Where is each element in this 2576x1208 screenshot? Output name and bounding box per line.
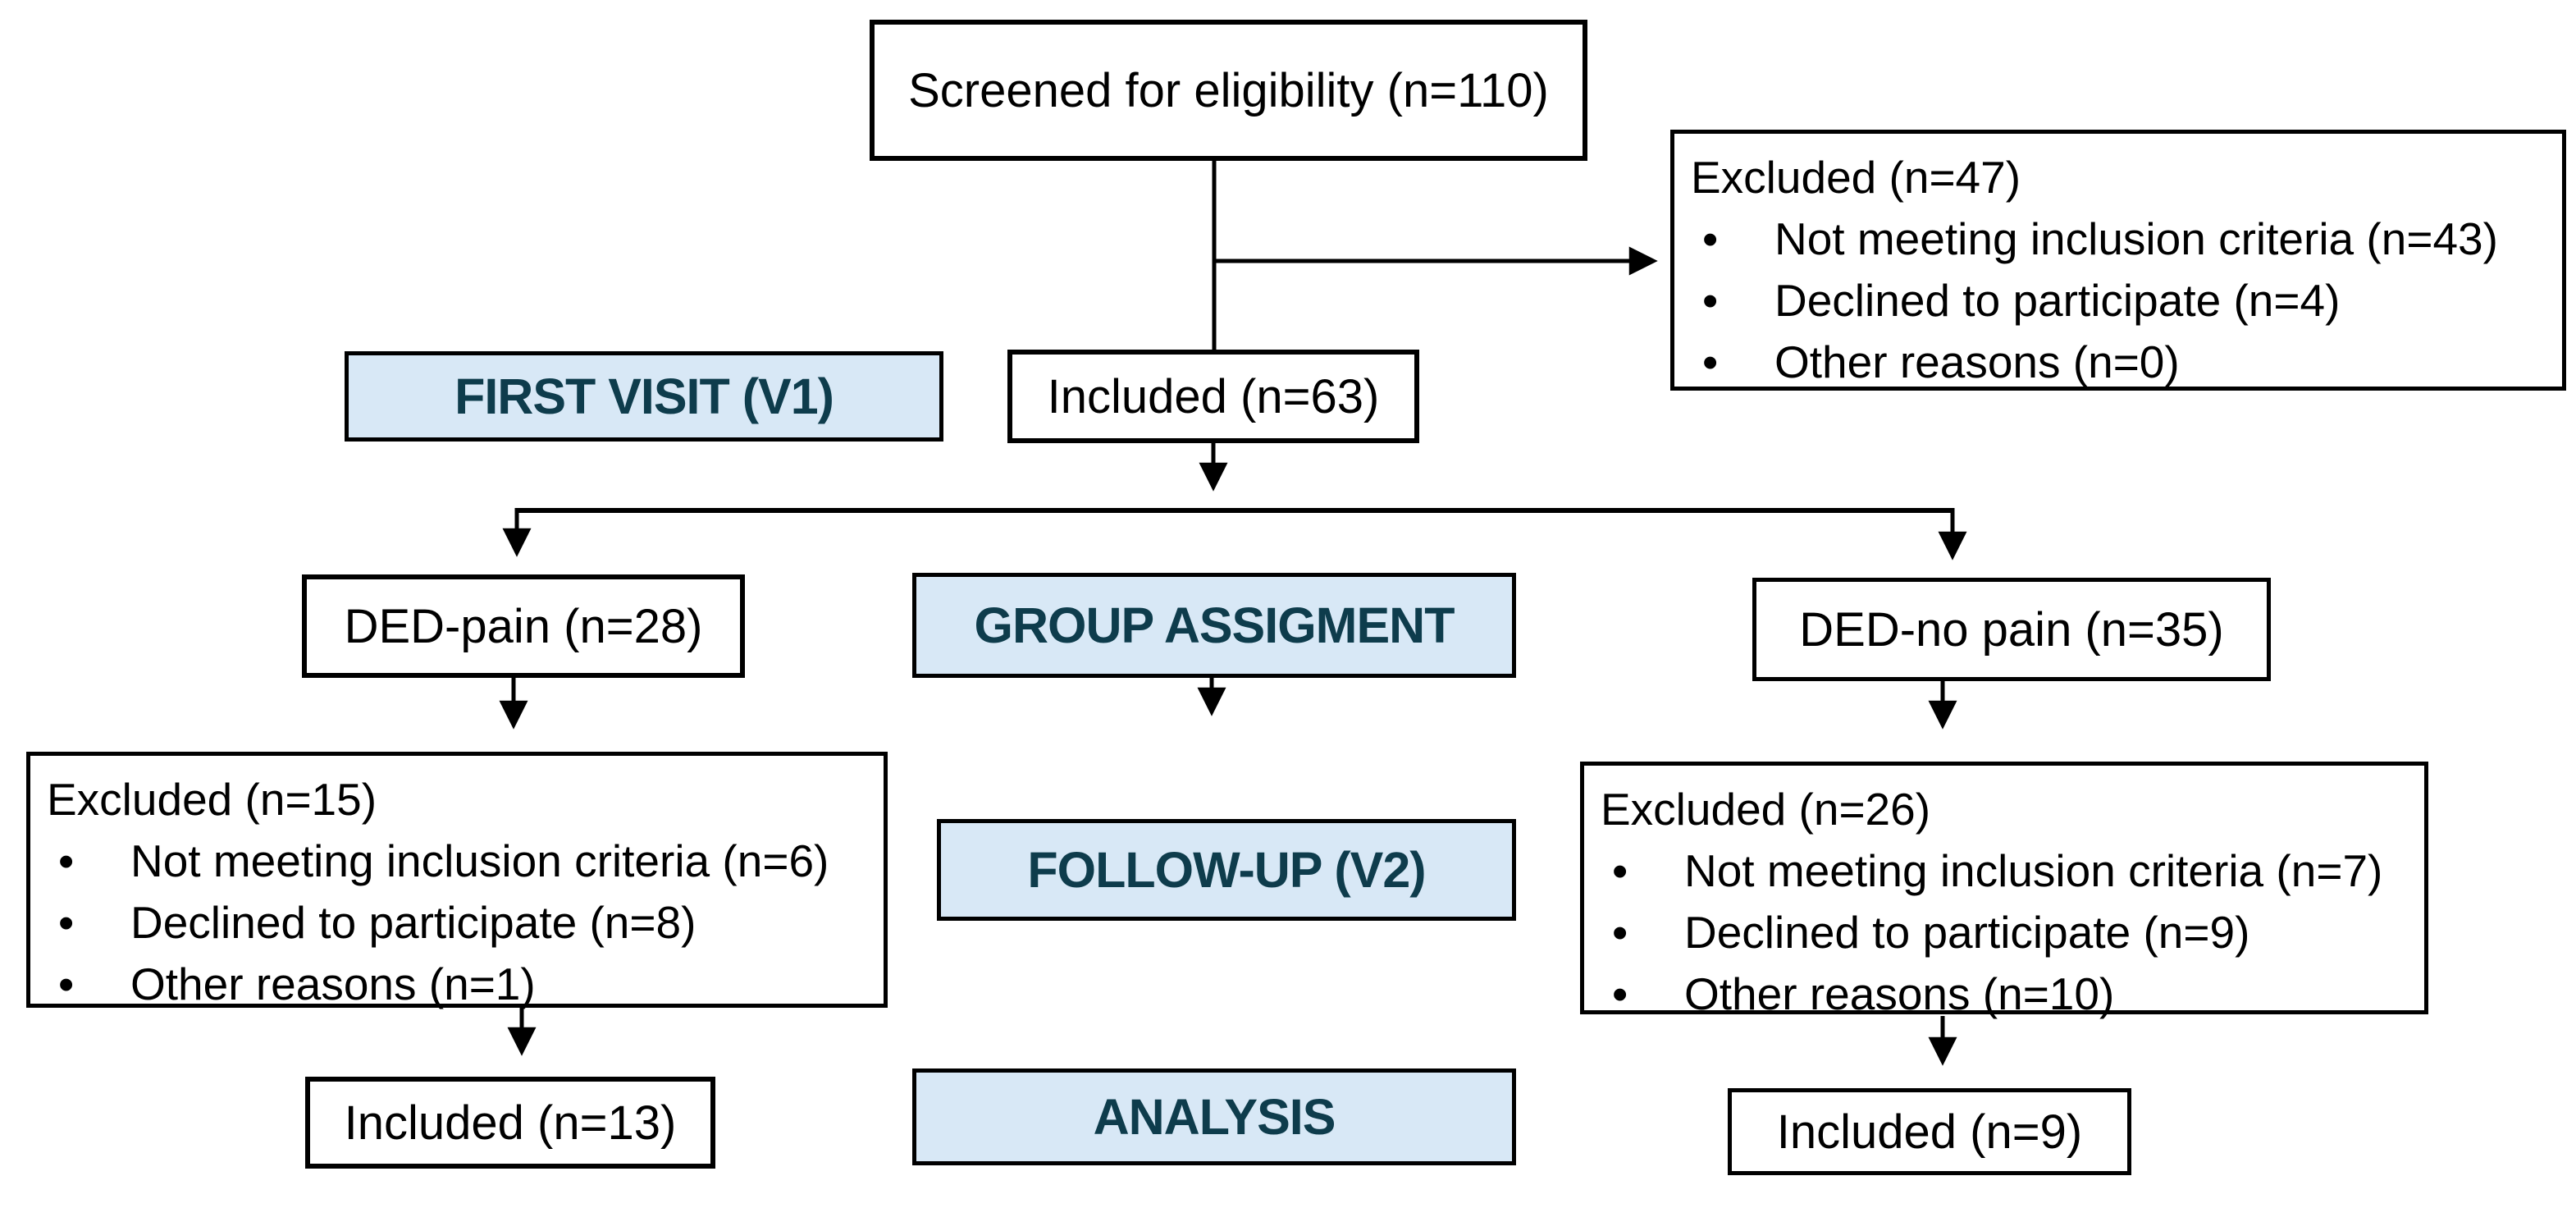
- ded-pain-label: DED-pain (n=28): [344, 599, 703, 653]
- stage-follow-up-label: FOLLOW-UP (V2): [1027, 842, 1426, 898]
- bullet-icon: •: [58, 835, 75, 886]
- bullet-icon: •: [58, 959, 75, 1009]
- excluded-screening-box: Excluded (n=47) • Not meeting inclusion …: [1670, 130, 2566, 391]
- stage-analysis: ANALYSIS: [912, 1068, 1516, 1165]
- excluded-ded-no-pain-item: Declined to participate (n=9): [1684, 907, 2250, 958]
- stage-first-visit: FIRST VISIT (V1): [345, 351, 943, 442]
- bullet-icon: •: [1612, 968, 1628, 1019]
- ded-no-pain-box: DED-no pain (n=35): [1752, 578, 2271, 681]
- list-item: • Other reasons (n=0): [1691, 332, 2547, 393]
- stage-analysis-label: ANALYSIS: [1093, 1089, 1336, 1145]
- excluded-ded-pain-box: Excluded (n=15) • Not meeting inclusion …: [26, 752, 888, 1009]
- included-ded-pain-label: Included (n=13): [344, 1096, 677, 1150]
- list-item: • Declined to participate (n=8): [47, 892, 869, 954]
- excluded-ded-no-pain-list: • Not meeting inclusion criteria (n=7) •…: [1601, 840, 2409, 1025]
- stage-group-assignment-label: GROUP ASSIGMENT: [974, 597, 1455, 653]
- excluded-screening-title: Excluded (n=47): [1691, 152, 2021, 203]
- included-v1-box: Included (n=63): [1007, 350, 1419, 443]
- screened-box: Screened for eligibility (n=110): [870, 20, 1587, 161]
- excluded-screening-list: • Not meeting inclusion criteria (n=43) …: [1691, 208, 2547, 393]
- excluded-ded-no-pain-box: Excluded (n=26) • Not meeting inclusion …: [1580, 762, 2428, 1019]
- list-item: • Not meeting inclusion criteria (n=6): [47, 830, 869, 892]
- bullet-icon: •: [1702, 336, 1719, 387]
- excluded-ded-pain-item: Not meeting inclusion criteria (n=6): [130, 835, 829, 886]
- excluded-ded-pain-item: Other reasons (n=1): [130, 959, 536, 1009]
- excluded-ded-pain-item: Declined to participate (n=8): [130, 897, 697, 948]
- excluded-ded-no-pain-item: Other reasons (n=10): [1684, 968, 2115, 1019]
- included-ded-no-pain-label: Included (n=9): [1776, 1105, 2083, 1159]
- list-item: • Other reasons (n=10): [1601, 963, 2409, 1025]
- list-item: • Not meeting inclusion criteria (n=43): [1691, 208, 2547, 270]
- stage-follow-up: FOLLOW-UP (V2): [937, 819, 1516, 921]
- list-item: • Declined to participate (n=9): [1601, 902, 2409, 963]
- list-item: • Other reasons (n=1): [47, 954, 869, 1015]
- stage-first-visit-label: FIRST VISIT (V1): [454, 368, 834, 424]
- bullet-icon: •: [1612, 845, 1628, 896]
- ded-pain-box: DED-pain (n=28): [302, 574, 745, 678]
- bullet-icon: •: [1702, 213, 1719, 264]
- excluded-ded-no-pain-title: Excluded (n=26): [1601, 784, 1931, 835]
- excluded-screening-item: Declined to participate (n=4): [1774, 275, 2341, 326]
- screened-label: Screened for eligibility (n=110): [908, 63, 1549, 117]
- excluded-ded-pain-title: Excluded (n=15): [47, 774, 377, 825]
- bullet-icon: •: [58, 897, 75, 948]
- ded-no-pain-label: DED-no pain (n=35): [1799, 602, 2224, 657]
- included-ded-no-pain-box: Included (n=9): [1728, 1088, 2131, 1175]
- list-item: • Not meeting inclusion criteria (n=7): [1601, 840, 2409, 902]
- excluded-screening-item: Other reasons (n=0): [1774, 336, 2180, 387]
- stage-group-assignment: GROUP ASSIGMENT: [912, 573, 1516, 678]
- excluded-screening-item: Not meeting inclusion criteria (n=43): [1774, 213, 2498, 264]
- list-item: • Declined to participate (n=4): [1691, 270, 2547, 332]
- included-v1-label: Included (n=63): [1047, 369, 1380, 423]
- bullet-icon: •: [1702, 275, 1719, 326]
- included-ded-pain-box: Included (n=13): [305, 1077, 715, 1169]
- bullet-icon: •: [1612, 907, 1628, 958]
- excluded-ded-no-pain-item: Not meeting inclusion criteria (n=7): [1684, 845, 2383, 896]
- excluded-ded-pain-list: • Not meeting inclusion criteria (n=6) •…: [47, 830, 869, 1015]
